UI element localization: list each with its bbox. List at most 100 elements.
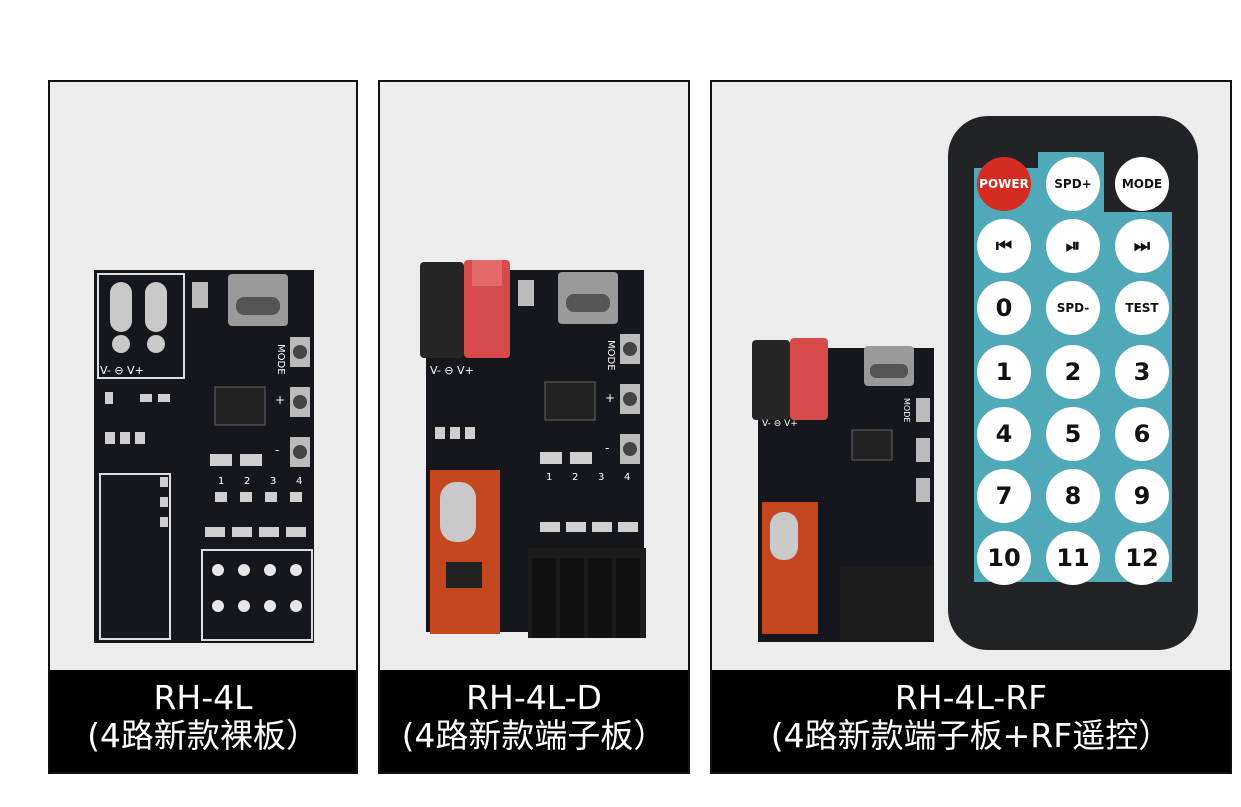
- remote-button[interactable]: 5: [1046, 407, 1100, 461]
- remote-button-label: ⏭: [1134, 236, 1151, 257]
- remote-button-label: ⏮: [996, 236, 1012, 257]
- terminal-black: [420, 262, 464, 358]
- silk-channel-label: 1: [546, 472, 552, 483]
- terminal-red: [790, 338, 828, 420]
- remote-button-circle[interactable]: [1115, 219, 1169, 273]
- remote-button-label: 1: [996, 358, 1013, 386]
- remote-button-label: 9: [1134, 482, 1151, 510]
- silk-mode-label: MODE: [275, 344, 286, 375]
- pcb-board: [94, 270, 314, 643]
- remote-button[interactable]: 4: [977, 407, 1031, 461]
- silk-minus-label: -: [275, 443, 279, 457]
- remote-button-circle[interactable]: [1046, 531, 1100, 585]
- silk-minus-label: -: [605, 441, 609, 455]
- remote-button-label: POWER: [979, 177, 1029, 191]
- product-model: RH-4L-D: [466, 678, 602, 717]
- remote-button-circle[interactable]: [1115, 469, 1169, 523]
- silk-power-label: V- ⊖ V+: [430, 364, 474, 377]
- remote-button-circle[interactable]: [1115, 281, 1169, 335]
- product-model: RH-4L: [153, 678, 253, 717]
- remote-button[interactable]: 6: [1115, 407, 1169, 461]
- remote-button[interactable]: 7: [977, 469, 1031, 523]
- remote-button-label: 6: [1134, 420, 1151, 448]
- remote-button[interactable]: 12: [1115, 531, 1169, 585]
- silk-channel-label: 3: [598, 472, 604, 483]
- remote-button[interactable]: SPD-: [1046, 281, 1100, 335]
- remote-button[interactable]: MODE: [1115, 157, 1169, 211]
- remote-button-label: 0: [996, 294, 1013, 322]
- remote-button-circle[interactable]: [977, 345, 1031, 399]
- silk-channel-label: 2: [572, 472, 578, 483]
- silk-channel-label: 1: [218, 476, 224, 487]
- remote-button-circle[interactable]: [1046, 281, 1100, 335]
- product-card-rh-4l-d: V- ⊖ V+ MODE + - 1 2 3 4 RH-4L-D (4路新款端子…: [378, 80, 690, 774]
- remote-button[interactable]: ⏮: [977, 219, 1031, 273]
- remote-button-circle[interactable]: [1046, 219, 1100, 273]
- remote-button-circle[interactable]: [1115, 407, 1169, 461]
- remote-button[interactable]: 11: [1046, 531, 1100, 585]
- remote-button-circle[interactable]: [1046, 157, 1100, 211]
- remote-button-circle[interactable]: [1046, 407, 1100, 461]
- remote-button[interactable]: 10: [977, 531, 1031, 585]
- remote-button-label: 10: [987, 544, 1020, 572]
- remote-button-label: 2: [1065, 358, 1082, 386]
- silk-mode-label: MODE: [605, 340, 616, 371]
- product-description: (4路新款端子板）: [401, 716, 667, 755]
- remote-button-label: SPD-: [1057, 301, 1090, 315]
- remote-button[interactable]: 9: [1115, 469, 1169, 523]
- remote-button-label: 8: [1065, 482, 1082, 510]
- remote-button[interactable]: TEST: [1115, 281, 1169, 335]
- remote-button-label: 5: [1065, 420, 1082, 448]
- remote-button-circle[interactable]: [1115, 531, 1169, 585]
- remote-button-label: 12: [1125, 544, 1158, 572]
- silk-mode-label: MODE: [902, 398, 911, 422]
- product-caption: RH-4L-RF (4路新款端子板+RF遥控）: [712, 670, 1230, 772]
- remote-button[interactable]: 2: [1046, 345, 1100, 399]
- remote-button-circle[interactable]: [1115, 345, 1169, 399]
- remote-button-circle[interactable]: [1115, 157, 1169, 211]
- silk-plus-label: +: [275, 393, 285, 407]
- remote-button-label: MODE: [1122, 177, 1162, 191]
- silk-channel-label: 3: [270, 476, 276, 487]
- product-photo-bare-board: V- ⊖ V+ MODE + - 1 2 3 4: [50, 82, 356, 672]
- silk-channel-label: 4: [296, 476, 302, 487]
- remote-button[interactable]: POWER: [977, 157, 1031, 211]
- remote-button[interactable]: 3: [1115, 345, 1169, 399]
- remote-button[interactable]: ⏯: [1046, 219, 1100, 273]
- remote-button-circle[interactable]: [1046, 345, 1100, 399]
- remote-button[interactable]: 1: [977, 345, 1031, 399]
- product-model: RH-4L-RF: [894, 678, 1048, 717]
- product-photo-terminal-board: V- ⊖ V+ MODE + - 1 2 3 4: [380, 82, 688, 672]
- silk-channel-label: 4: [624, 472, 630, 483]
- silk-plus-label: +: [605, 391, 615, 405]
- product-card-rh-4l: V- ⊖ V+ MODE + - 1 2 3 4 RH-4L (4路新款裸板）: [48, 80, 358, 774]
- remote-button-circle[interactable]: [977, 469, 1031, 523]
- product-caption: RH-4L-D (4路新款端子板）: [380, 670, 688, 772]
- remote-button-label: SPD+: [1054, 177, 1091, 191]
- remote-button-circle[interactable]: [977, 219, 1031, 273]
- remote-button-circle[interactable]: [977, 531, 1031, 585]
- product-description: (4路新款裸板）: [87, 716, 319, 755]
- remote-button-label: ⏯: [1066, 236, 1080, 257]
- remote-button-label: 4: [996, 420, 1013, 448]
- product-caption: RH-4L (4路新款裸板）: [50, 670, 356, 772]
- remote-button-circle[interactable]: [1046, 469, 1100, 523]
- remote-button-circle[interactable]: [977, 281, 1031, 335]
- remote-button-circle[interactable]: [977, 157, 1031, 211]
- remote-button-circle[interactable]: [977, 407, 1031, 461]
- remote-button[interactable]: 0: [977, 281, 1031, 335]
- remote-button-label: TEST: [1125, 301, 1159, 315]
- remote-button-label: 3: [1134, 358, 1151, 386]
- remote-button-label: 11: [1056, 544, 1089, 572]
- remote-button[interactable]: SPD+: [1046, 157, 1100, 211]
- remote-button[interactable]: ⏭: [1115, 219, 1169, 273]
- silk-power-label: V- ⊖ V+: [100, 364, 144, 377]
- silk-channel-label: 2: [244, 476, 250, 487]
- remote-button-label: 7: [996, 482, 1013, 510]
- silk-power-label: V- ⊖ V+: [762, 419, 798, 429]
- product-description: (4路新款端子板+RF遥控）: [770, 716, 1172, 755]
- remote-button[interactable]: 8: [1046, 469, 1100, 523]
